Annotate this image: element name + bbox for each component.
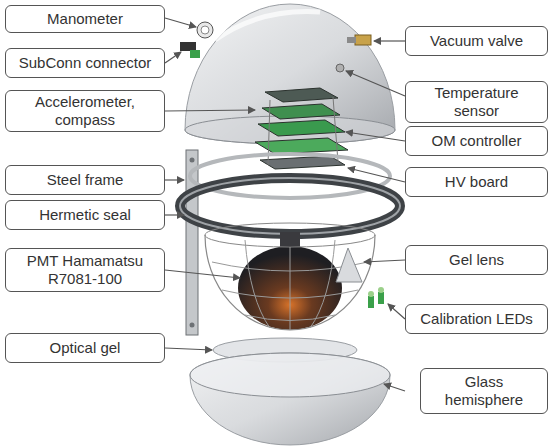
standoff (333, 97, 338, 162)
leader-lines (165, 18, 405, 391)
label-box: Manometer (5, 5, 165, 33)
dome-shell (185, 4, 395, 144)
label-text-group: Optical gel (50, 339, 121, 357)
gel-lens-part (336, 248, 362, 282)
leader-line (165, 270, 240, 278)
top-hemisphere (180, 4, 395, 144)
leader-line (384, 384, 405, 391)
bottom-hemisphere (190, 353, 390, 445)
part-label: Hermetic seal (39, 206, 131, 224)
temperature-sensor-part (336, 64, 344, 72)
label-box: Optical gel (5, 333, 165, 363)
label-box: Calibration LEDs (405, 304, 548, 334)
part-label: HV board (445, 173, 508, 191)
mesh-rim (205, 223, 375, 247)
label-text-group: Vacuum valve (430, 32, 523, 50)
frame-hole (190, 323, 195, 328)
part-label: Vacuum valve (430, 32, 523, 50)
part-label: Calibration LEDs (420, 310, 533, 328)
label-text-group: Steel frame (47, 171, 124, 189)
led-lens (378, 287, 384, 293)
leader-line (346, 132, 405, 141)
pcb (262, 104, 340, 119)
manometer-part (197, 22, 213, 38)
part-label: Temperature sensor (414, 84, 539, 120)
label-box: Gel lens (405, 245, 548, 275)
part-label: Gel lens (449, 251, 504, 269)
label-text-group: HV board (445, 173, 508, 191)
part-label: Manometer (47, 10, 123, 28)
label-text-group: Hermetic seal (39, 206, 131, 224)
leader-line (165, 18, 196, 27)
leader-line (364, 260, 405, 262)
leader-line (165, 52, 181, 63)
label-text-group: SubConn connector (19, 54, 152, 72)
part-label: PMT Hamamatsu R7081-100 (14, 252, 156, 288)
label-box: Hermetic seal (5, 200, 165, 230)
label-box: PMT Hamamatsu R7081-100 (5, 248, 165, 292)
pcb (258, 120, 345, 136)
bottom-shell (190, 353, 390, 445)
label-text-group: Temperature sensor (414, 84, 539, 120)
mesh-grid (245, 240, 335, 330)
leader-line (388, 304, 405, 319)
label-text-group: PMT Hamamatsu R7081-100 (14, 252, 156, 288)
connector-board (190, 50, 200, 58)
part-label: Steel frame (47, 171, 124, 189)
part-label: Optical gel (50, 339, 121, 357)
dome-highlight (215, 12, 320, 40)
leader-line (374, 40, 405, 41)
label-text-group: Glass hemisphere (429, 373, 539, 409)
label-box: Vacuum valve (405, 26, 548, 56)
connector-part (180, 42, 196, 51)
bottom-rim (190, 353, 390, 397)
part-label: Glass hemisphere (429, 373, 539, 409)
led (378, 292, 384, 304)
pcb (265, 88, 338, 102)
label-box: Accelerometer, compass (5, 90, 165, 132)
led (368, 296, 374, 308)
valve-part (355, 35, 371, 45)
leader-line (165, 110, 255, 111)
led-lens (368, 291, 374, 297)
label-box: Temperature sensor (405, 81, 548, 123)
label-box: HV board (405, 167, 548, 197)
label-text-group: Calibration LEDs (420, 310, 533, 328)
leader-line (165, 348, 212, 350)
label-box: Glass hemisphere (420, 368, 548, 414)
label-box: SubConn connector (5, 48, 165, 78)
leader-line (165, 214, 184, 215)
label-text-group: Manometer (47, 10, 123, 28)
label-text-group: Gel lens (449, 251, 504, 269)
leader-line (346, 71, 405, 96)
leader-line (348, 168, 405, 182)
label-text-group: Accelerometer, compass (14, 93, 156, 129)
label-box: OM controller (405, 126, 548, 156)
seal-highlight (180, 178, 400, 234)
manometer-dial (201, 26, 209, 34)
leader-line (165, 179, 184, 180)
led-parts (368, 287, 384, 308)
hermetic-seal-ring (180, 178, 400, 234)
valve-body (347, 37, 356, 43)
part-label: OM controller (431, 132, 521, 150)
frame-hole (190, 158, 195, 163)
label-text-group: OM controller (431, 132, 521, 150)
mesh-outline (205, 235, 375, 330)
part-label: Accelerometer, compass (14, 93, 156, 129)
part-label: SubConn connector (19, 54, 152, 72)
label-box: Steel frame (5, 165, 165, 195)
